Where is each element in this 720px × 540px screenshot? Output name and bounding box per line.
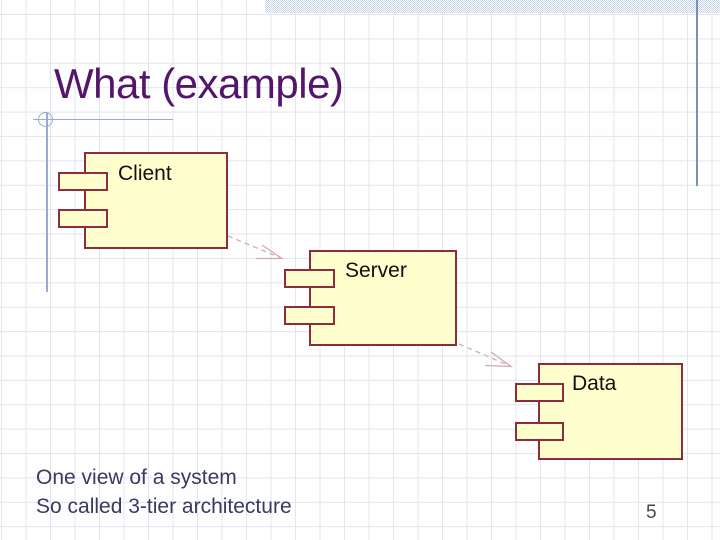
left-accent-line [46, 113, 48, 292]
component-data-label: Data [572, 372, 617, 395]
title-underline-rule [33, 119, 173, 120]
component-server-box [309, 250, 457, 346]
arrow-server-to-data [458, 343, 514, 368]
component-server-label: Server [345, 259, 407, 282]
component-client-box [84, 152, 228, 249]
body-line-2: So called 3-tier architecture [36, 495, 292, 518]
page-number: 5 [646, 502, 657, 523]
component-server-tab-bottom [284, 306, 335, 325]
right-accent-line [696, 0, 698, 186]
body-line-1: One view of a system [36, 466, 237, 489]
component-client-tab-bottom [58, 209, 108, 228]
component-data-tab-top [515, 383, 564, 402]
top-accent-band [265, 0, 720, 13]
component-client-tab-top [58, 172, 108, 191]
component-client-label: Client [118, 162, 172, 185]
slide-body-text: One view of a system So called 3-tier ar… [36, 463, 292, 521]
arrow-client-to-server [227, 235, 285, 260]
component-data-box [538, 363, 683, 460]
component-server-tab-top [284, 269, 335, 288]
slide-title: What (example) [54, 60, 344, 107]
circle-ornament-icon [38, 112, 53, 127]
component-data-tab-bottom [515, 422, 564, 441]
